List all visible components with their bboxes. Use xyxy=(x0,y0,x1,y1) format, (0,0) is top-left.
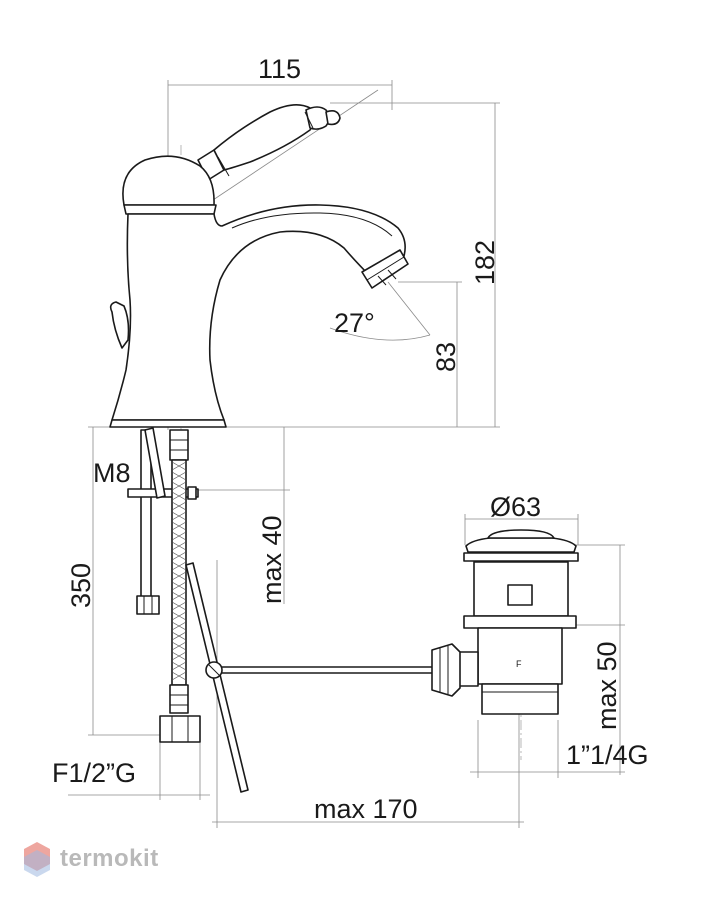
under-deck xyxy=(127,427,435,793)
brand-logo-icon xyxy=(24,842,50,877)
popup-knob xyxy=(109,301,130,349)
dim-max-drain: max 50 xyxy=(592,641,622,730)
brand-name: termokit xyxy=(60,845,159,872)
dim-hose-length: 350 xyxy=(66,563,96,608)
faucet-collar xyxy=(123,204,217,215)
dim-spout-angle: 27° xyxy=(334,308,375,338)
dim-drain-thread: 1”1/4G xyxy=(566,740,649,770)
faucet-lever xyxy=(197,104,341,181)
faucet xyxy=(109,104,409,428)
dim-height-total: 182 xyxy=(470,240,500,285)
dim-width-top: 115 xyxy=(258,54,301,84)
brand-watermark: termokit xyxy=(22,840,159,878)
dim-drain-diameter: Ø63 xyxy=(490,492,541,522)
svg-text:F: F xyxy=(516,659,522,669)
faucet-body xyxy=(111,204,406,421)
dim-spout-height: 83 xyxy=(431,342,461,372)
dim-hose-thread: F1/2”G xyxy=(52,758,136,788)
dimension-labels: 115 182 27° 83 M8 350 max 40 Ø63 max 50 … xyxy=(52,54,649,824)
faucet-dome xyxy=(122,155,215,206)
flex-hose xyxy=(159,429,201,743)
dim-max-rod: max 170 xyxy=(314,794,418,824)
popup-drain: F xyxy=(431,529,579,715)
dim-rod-thread: M8 xyxy=(93,458,131,488)
faucet-base xyxy=(109,419,227,428)
dim-max-deck: max 40 xyxy=(257,515,287,604)
